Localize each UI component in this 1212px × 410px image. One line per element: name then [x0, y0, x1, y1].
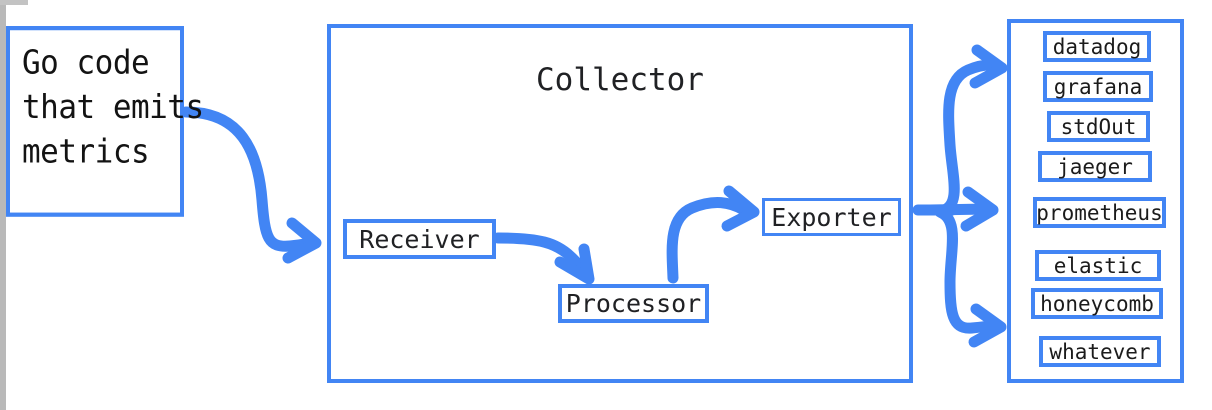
source-line-1: Go code [22, 44, 150, 83]
arrow-fanout-up-head [969, 44, 1008, 89]
destination-label: honeycomb [1040, 291, 1154, 316]
source-code-box: Go code that emits metrics [6, 26, 204, 217]
arrow-fanout-up [936, 59, 1004, 217]
destination-label: elastic [1053, 253, 1143, 278]
arrow-source-to-collector [180, 106, 316, 252]
collector-container [327, 24, 913, 383]
exporter-box: Exporter [762, 198, 901, 236]
arrow-receiver-to-processor-head [554, 243, 595, 285]
receiver-box: Receiver [343, 219, 496, 259]
destination-label: prometheus [1036, 200, 1163, 225]
destination-stdout: stdOut [1047, 111, 1150, 142]
arrow-processor-to-exporter-head [721, 185, 760, 232]
destination-whatever: whatever [1039, 336, 1161, 367]
source-line-2: that emits [22, 88, 204, 127]
arrow-processor-to-exporter [666, 197, 750, 284]
destination-label: grafana [1053, 74, 1143, 99]
arrow-source-to-collector-head [282, 217, 322, 264]
collector-title: Collector [536, 62, 704, 98]
destination-elastic: elastic [1035, 250, 1161, 281]
processor-box: Processor [558, 284, 709, 323]
arrow-fanout-down [934, 206, 1002, 334]
destination-prometheus: prometheus [1033, 197, 1166, 228]
destination-honeycomb: honeycomb [1031, 288, 1163, 319]
destination-label: whatever [1049, 339, 1151, 364]
destinations-container [1007, 19, 1184, 383]
destination-datadog: datadog [1043, 31, 1151, 62]
receiver-label: Receiver [359, 224, 480, 254]
destination-label: stdOut [1060, 114, 1137, 139]
destination-label: datadog [1052, 34, 1142, 59]
canvas-left-frame [0, 0, 6, 410]
destination-grafana: grafana [1043, 71, 1153, 102]
destination-label: jaeger [1057, 154, 1133, 179]
canvas-top-frame [0, 0, 1212, 5]
destination-jaeger: jaeger [1038, 151, 1152, 182]
canvas-top-frame-gray [0, 0, 28, 5]
exporter-label: Exporter [771, 202, 892, 232]
arrow-fanout-down-head [968, 303, 1007, 348]
processor-label: Processor [565, 289, 702, 318]
source-line-3: metrics [22, 133, 150, 172]
arrow-fanout-middle-head [960, 186, 999, 232]
